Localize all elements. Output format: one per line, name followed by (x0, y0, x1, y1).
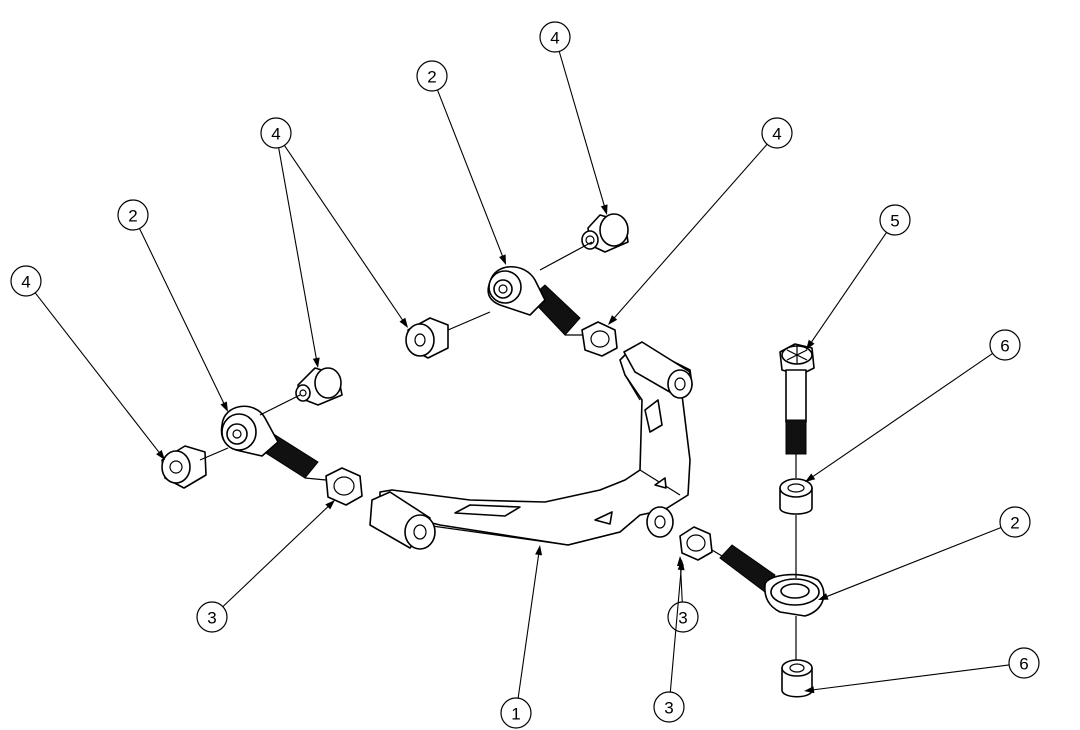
callout-label: 4 (550, 29, 559, 48)
jam-nut-right (679, 526, 713, 561)
callout-label: 6 (1019, 655, 1028, 674)
leader-line (34, 292, 161, 455)
callout-bubble (761, 117, 793, 149)
leader-arrowhead (805, 473, 816, 482)
callout-label: 5 (890, 212, 899, 231)
callout-group: 4 2 4 3 4 2 4 5 6 2 3 3 1 6 (10, 21, 1040, 729)
rod-end-upper (487, 266, 581, 336)
leader-line (612, 143, 768, 320)
callout-bubble (539, 21, 571, 53)
leader-line (811, 353, 993, 478)
callout-label: 2 (128, 207, 137, 226)
callout-label: 4 (271, 125, 280, 144)
callout-bubble (117, 199, 149, 231)
leader-line (669, 567, 682, 693)
callout-bubble (667, 601, 699, 633)
callout-bubble (10, 265, 42, 297)
leader-arrowhead (677, 560, 685, 571)
leader-arrowhead (312, 357, 320, 368)
leader-arrowhead (804, 686, 815, 694)
callout-label: 3 (664, 699, 673, 718)
leader-line (810, 232, 887, 344)
leader-arrowhead (806, 339, 815, 350)
leader-arrowhead (600, 204, 608, 215)
bushing-left-upper (295, 367, 343, 406)
leader-line (436, 89, 504, 258)
leader-line (222, 505, 330, 608)
callout-bubble (879, 204, 911, 236)
callout-label: 6 (1000, 337, 1009, 356)
spacer-lower (781, 616, 813, 698)
bushing-left-lower (161, 445, 207, 489)
jam-nut-left (325, 467, 363, 506)
callout-label: 1 (511, 705, 520, 724)
leader-line (139, 228, 226, 406)
bolt (779, 343, 815, 478)
assembly-center-lines (199, 241, 723, 557)
leader-line (811, 664, 1010, 691)
callout-bubble (1008, 647, 1040, 679)
bushing-upper-left (405, 317, 449, 359)
rod-end-right (719, 544, 825, 617)
leader-line (517, 552, 540, 699)
callout-bubble (653, 691, 685, 723)
leader-line (283, 145, 404, 322)
callout-label: 4 (772, 125, 781, 144)
callout-label: 3 (207, 609, 216, 628)
callout-bubble (196, 601, 228, 633)
leader-arrowhead (399, 317, 408, 328)
rod-end-left (220, 405, 319, 479)
callout-label: 2 (1010, 514, 1019, 533)
leader-line (825, 527, 1002, 598)
leader-arrowhead (535, 545, 543, 556)
callout-bubble (500, 697, 532, 729)
leader-line (558, 51, 606, 208)
leader-arrowhead (156, 449, 165, 460)
callout-bubble (416, 60, 448, 92)
leader-arrowhead (608, 315, 618, 325)
bushing-upper-right (581, 213, 629, 253)
control-arm (369, 341, 693, 550)
leader-line (278, 147, 318, 361)
leader-arrowhead (220, 401, 228, 412)
jam-nut-upper (581, 321, 618, 357)
callout-label: 3 (678, 609, 687, 628)
spacer-upper (779, 478, 813, 578)
leader-arrowhead (325, 500, 335, 510)
callout-label: 2 (427, 68, 436, 87)
leader-arrowhead (499, 254, 506, 265)
callout-bubble (999, 506, 1031, 538)
leader-arrowhead (818, 593, 829, 600)
callout-label: 4 (21, 273, 30, 292)
callout-bubble (989, 329, 1021, 361)
callout-bubble (260, 117, 292, 149)
